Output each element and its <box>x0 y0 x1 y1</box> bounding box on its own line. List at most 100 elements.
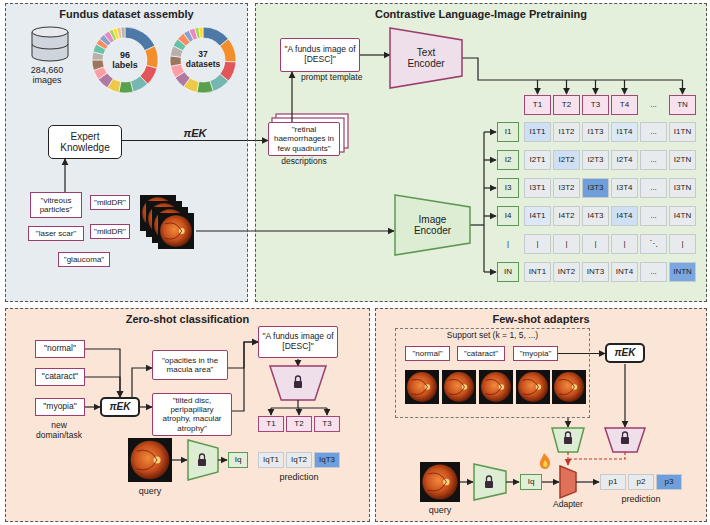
vessel <box>137 450 157 460</box>
node-text: "opacities in the macula area" <box>156 356 224 374</box>
panel-ground <box>255 3 707 302</box>
database-icon <box>32 27 68 61</box>
caption-text: Adapter <box>543 500 593 510</box>
matrix-cell: p3 <box>656 474 682 490</box>
vessel <box>523 387 539 395</box>
matrix-cell: I3T4 <box>611 178 638 198</box>
vessel <box>449 379 465 387</box>
optic-disc <box>536 384 541 389</box>
vessel <box>559 387 575 395</box>
adapter-shape <box>560 466 576 498</box>
vessel <box>412 387 428 395</box>
wire <box>567 418 568 427</box>
cylinder-top <box>32 27 68 37</box>
matrix-cell: | <box>669 234 696 254</box>
node-text: Few-shot adapters <box>376 309 706 326</box>
wire <box>270 408 271 415</box>
donut-chart <box>170 27 236 93</box>
panel-ground <box>5 3 248 302</box>
vessel <box>523 379 539 387</box>
caption-text: 37 datasets <box>182 49 224 71</box>
donut-segment <box>220 39 236 62</box>
matrix-cell: I2T3 <box>582 150 609 170</box>
lock-body <box>485 481 493 488</box>
caption-text: prediction <box>258 472 340 482</box>
caption-text: ... <box>640 95 667 115</box>
retina <box>422 464 457 499</box>
matrix-cell: | <box>582 234 609 254</box>
node-text: Contrastive Language-Image Pretraining <box>256 4 706 21</box>
vessel <box>486 379 502 387</box>
operator-box: πEK <box>100 397 140 417</box>
matrix-cell: T4 <box>611 95 638 115</box>
connector <box>85 377 120 397</box>
image-frame <box>420 462 460 502</box>
lock-shackle <box>566 432 571 437</box>
wire <box>218 459 227 460</box>
node-text: "normal" <box>408 349 447 358</box>
connector <box>291 72 292 122</box>
donut-segment <box>197 81 213 93</box>
panel: Zero-shot classification"normal""catarac… <box>5 308 370 522</box>
node-text: "cataract" <box>460 349 502 358</box>
matrix-cell: I3T2 <box>553 178 580 198</box>
connector <box>122 140 268 141</box>
lock-body <box>564 437 572 444</box>
matrix-cell: I1T2 <box>553 122 580 142</box>
connector <box>558 353 605 354</box>
node-text: "laser scar" <box>31 229 81 238</box>
wire <box>542 481 559 482</box>
text-encoder: Text Encoder <box>390 28 462 88</box>
donut-segment <box>171 64 185 78</box>
node-text: "myopia" <box>38 402 82 412</box>
vessel <box>428 482 446 491</box>
matrix-cell: Iq <box>520 474 542 490</box>
matrix-cell: I1 <box>497 122 519 142</box>
edge-label: πEK <box>183 127 206 139</box>
fundus-image <box>442 370 476 404</box>
connector <box>85 349 120 397</box>
node-caption: descriptions <box>269 157 339 167</box>
lock-shackle <box>200 454 205 459</box>
lock-icon <box>621 432 629 444</box>
fundus-image <box>552 370 586 404</box>
retina <box>131 441 170 480</box>
vessel <box>412 379 428 387</box>
matrix-cell: | <box>524 234 551 254</box>
fundus-image <box>479 370 513 404</box>
label-tag: "glaucoma" <box>58 252 110 267</box>
node-text: Image Encoder <box>407 214 458 237</box>
panel: Fundus dataset assemblyExpert Knowledge"… <box>5 3 248 302</box>
retina <box>518 372 548 402</box>
image-frame <box>128 438 172 482</box>
lock-body <box>294 381 302 388</box>
donut-segment <box>92 60 104 70</box>
prompt-box: "tilted disc, peripapillary atrophy, mac… <box>152 393 232 436</box>
node-text: "cataract" <box>38 372 82 382</box>
matrix-cell: T1 <box>524 95 551 115</box>
matrix-cell: T2 <box>553 95 580 115</box>
matrix-cell: IqT2 <box>286 452 312 468</box>
donut-segment <box>125 27 155 51</box>
connector <box>360 54 390 55</box>
node-text: "retinal haemorrhages in few quadrunts" <box>272 125 336 153</box>
matrix-cell: I2TN <box>669 150 696 170</box>
matrix-cell: I1T1 <box>524 122 551 142</box>
wire <box>484 271 496 272</box>
matrix-cell: I3TN <box>669 178 696 198</box>
caption-text: query <box>125 486 175 496</box>
node-text: "glaucoma" <box>61 255 107 264</box>
matrix-cell: Iq <box>228 452 248 468</box>
lock-shackle <box>623 432 628 437</box>
retina <box>407 372 437 402</box>
image-encoder-shape <box>552 428 584 452</box>
image-frame <box>442 370 476 404</box>
fundus-image <box>405 370 439 404</box>
lock-icon <box>198 454 206 466</box>
connector <box>140 406 152 407</box>
matrix-cell: ... <box>640 178 667 198</box>
trapezoid <box>390 28 462 88</box>
label-tag: "myopia" <box>35 398 85 416</box>
node-text: πEK <box>102 401 138 413</box>
